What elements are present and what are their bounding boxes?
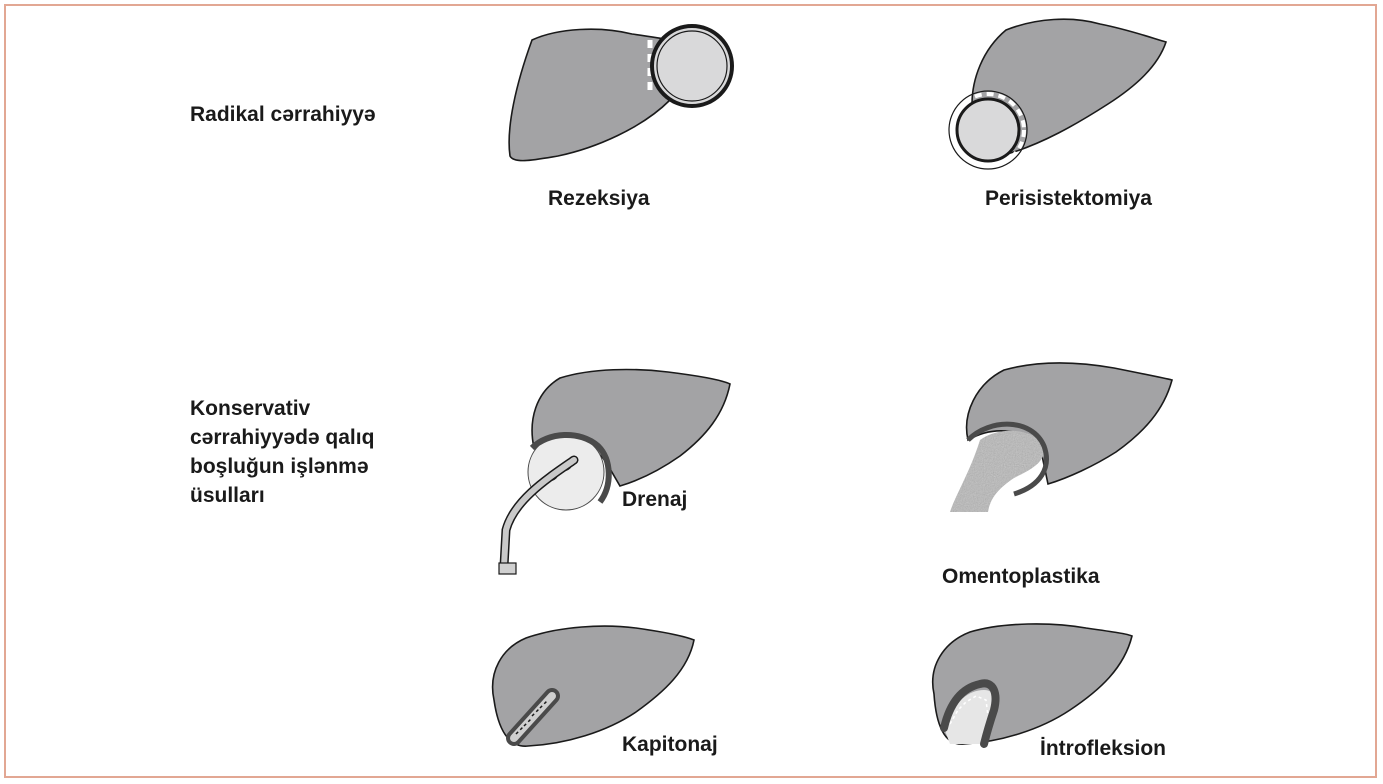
conservative-label-line-2: cərrahiyyədə qalıq	[190, 423, 374, 452]
introfleksion-caption: İntrofleksion	[1040, 734, 1166, 763]
omentoplastika-diagram	[950, 363, 1172, 512]
rezeksiya-caption: Rezeksiya	[548, 184, 650, 213]
kapitonaj-caption: Kapitonaj	[622, 730, 718, 759]
conservative-label-line-4: üsulları	[190, 481, 374, 510]
drenaj-diagram	[499, 370, 730, 574]
introfleksion-diagram	[933, 624, 1132, 744]
kapitonaj-diagram	[493, 626, 694, 746]
drain-connector	[499, 563, 516, 574]
perisistektomiya-diagram	[949, 19, 1166, 169]
rezeksiya-cyst	[652, 26, 732, 106]
radical-surgery-label: Radikal cərrahiyyə	[190, 100, 376, 129]
conservative-label-line-1: Konservativ	[190, 394, 374, 423]
perisistektomiya-caption: Perisistektomiya	[985, 184, 1152, 213]
rezeksiya-liver	[509, 29, 670, 160]
omentoplastika-caption: Omentoplastika	[942, 562, 1100, 591]
perisistektomiya-cyst	[957, 99, 1019, 161]
drenaj-caption: Drenaj	[622, 485, 687, 514]
rezeksiya-diagram	[509, 26, 732, 161]
conservative-surgery-label: Konservativ cərrahiyyədə qalıq boşluğun …	[190, 394, 374, 510]
conservative-label-line-3: boşluğun işlənmə	[190, 452, 374, 481]
